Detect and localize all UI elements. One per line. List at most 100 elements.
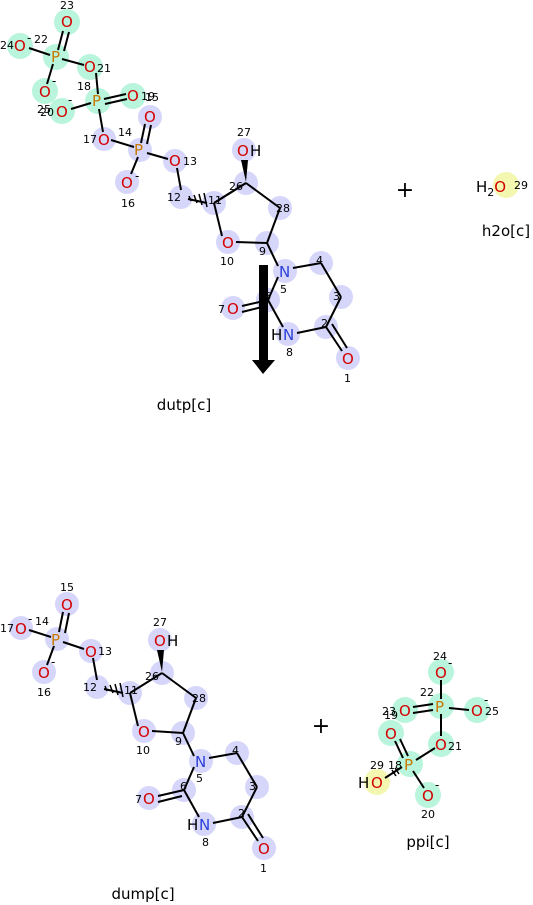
- atom-number: 17: [83, 133, 97, 146]
- atom-o: O: [399, 702, 411, 720]
- atom-number: 3: [249, 780, 256, 793]
- highlight-circle: [7, 33, 33, 59]
- atom-o: O: [138, 723, 150, 741]
- atom-number: 29: [370, 759, 384, 772]
- charge: -: [51, 655, 55, 669]
- charge: -: [135, 169, 139, 183]
- charge: -: [27, 31, 31, 45]
- atom-number: 27: [237, 126, 251, 139]
- atom-number: 13: [98, 645, 112, 658]
- highlight-circle: [79, 639, 103, 663]
- highlight-circle: [120, 83, 146, 109]
- molecule-label-dump: dump[c]: [111, 885, 174, 903]
- atom-number: 5: [196, 772, 203, 785]
- atom-number: 23: [60, 0, 74, 12]
- highlight-circle: [163, 149, 187, 173]
- atom-o: O: [435, 736, 447, 754]
- atom-number: 18: [388, 759, 402, 772]
- reaction-arrow: [252, 265, 275, 374]
- atom-number: 26: [229, 180, 243, 193]
- atom-o: O: [227, 300, 239, 318]
- highlight-circle: [364, 769, 390, 795]
- atom-o: O: [61, 13, 73, 31]
- atom-number: 10: [136, 744, 150, 757]
- highlight-circle: [493, 172, 519, 198]
- atom-o: O: [258, 840, 270, 858]
- atom-number: 24: [433, 650, 447, 663]
- atom-o: O: [371, 774, 383, 792]
- atom-number: 14: [118, 126, 132, 139]
- highlight-circle: [128, 138, 152, 162]
- atom-number: 15: [60, 581, 74, 594]
- ppi-atoms: O P O O O O P O H O: [358, 664, 483, 805]
- atom-h: H: [271, 326, 282, 344]
- atom-o: O: [85, 643, 97, 661]
- ppi-bonds: [384, 680, 470, 789]
- atom-number: 19: [141, 90, 155, 103]
- atom-number: 18: [77, 80, 91, 93]
- ppi-atom-numbers: 24 22 23 25 19 21 29 18 20: [370, 650, 499, 821]
- dump-hash-bond: [104, 682, 124, 698]
- atom-number: 16: [121, 197, 135, 210]
- atom-number: 7: [218, 303, 225, 316]
- atom-number: 10: [220, 255, 234, 268]
- atom-number: 1: [344, 372, 351, 385]
- charge: -: [448, 656, 452, 670]
- atom-number: 21: [97, 62, 111, 75]
- atom-n: N: [279, 263, 290, 281]
- molecule-ppi: O P O O O O P O H O - - - 24 22 23 25 19…: [358, 650, 499, 851]
- water-formula: H2O: [476, 178, 506, 199]
- molecule-label-ppi: ppi[c]: [406, 833, 449, 851]
- highlight-circle: [273, 259, 297, 283]
- atom-number: 12: [83, 681, 97, 694]
- highlight-circle: [428, 731, 454, 757]
- molecule-label-h2o: h2o[c]: [482, 222, 530, 240]
- dutp-atoms: P O O O O P O O O O P O O O H O N O H N …: [14, 13, 354, 368]
- atom-number: 7: [135, 793, 142, 806]
- highlight-circle: [92, 127, 116, 151]
- atom-number: 1: [260, 862, 267, 875]
- dutp-atom-numbers: 23 24 22 21 18 25 20 19 15 17 14 13 16 1…: [0, 0, 351, 385]
- atom-p: P: [435, 698, 444, 716]
- highlight-circle: [464, 697, 490, 723]
- charge: -: [28, 612, 32, 626]
- atom-o: O: [143, 790, 155, 808]
- highlight-circle: [428, 659, 454, 685]
- highlight-circle: [85, 88, 111, 114]
- highlight-circle: [392, 697, 418, 723]
- atom-number: 17: [0, 622, 14, 635]
- atom-number: 21: [448, 740, 462, 753]
- highlight-circle: [32, 78, 58, 104]
- atom-h: H: [187, 816, 198, 834]
- highlight-circle: [192, 812, 216, 836]
- atom-number: 20: [40, 106, 54, 119]
- highlight-circle: [55, 592, 79, 616]
- atom-o: O: [98, 131, 110, 149]
- atom-o: O: [435, 664, 447, 682]
- charge: -: [484, 693, 488, 707]
- atom-number: 9: [175, 735, 182, 748]
- highlight-circle: [276, 322, 300, 346]
- atom-number: 22: [420, 686, 434, 699]
- atom-o: O: [385, 725, 397, 743]
- highlight-circle: [138, 105, 162, 129]
- atom-number: 2: [238, 807, 245, 820]
- highlight-circle: [428, 693, 454, 719]
- ppi-highlights: [364, 659, 490, 808]
- atom-p: P: [404, 756, 413, 774]
- atom-number: 28: [192, 692, 206, 705]
- highlight-circle: [9, 616, 33, 640]
- atom-number: 14: [35, 615, 49, 628]
- atom-number: 4: [232, 744, 239, 757]
- atom-number: 28: [276, 202, 290, 215]
- highlight-circle: [54, 9, 80, 35]
- atom-number: 8: [286, 346, 293, 359]
- atom-o: O: [342, 350, 354, 368]
- atom-number: 25: [37, 103, 51, 116]
- atom-number: 29: [514, 179, 528, 192]
- charge: -: [435, 778, 439, 792]
- atom-p: P: [92, 92, 101, 110]
- dump-bonds: [28, 611, 264, 842]
- highlight-circle: [32, 660, 56, 684]
